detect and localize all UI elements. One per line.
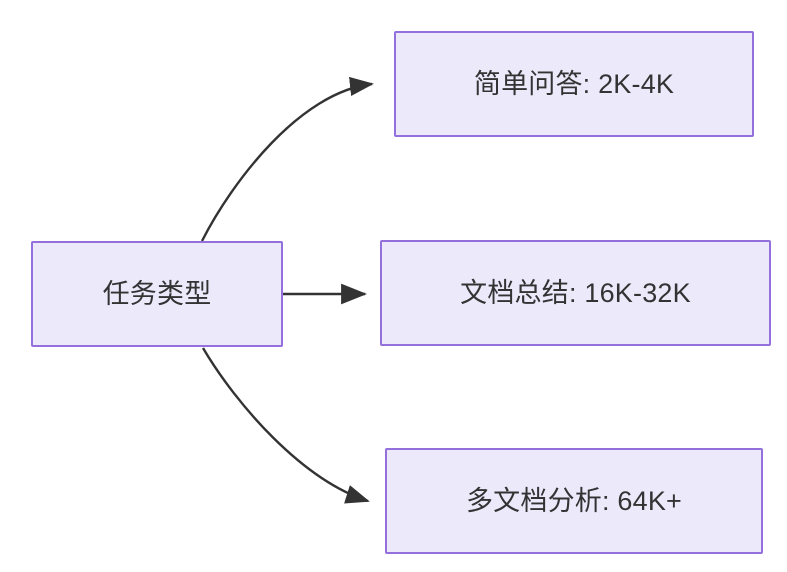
node-multi-doc-label: 多文档分析: 64K+ — [465, 485, 682, 516]
node-simple-qa-label: 简单问答: 2K-4K — [473, 68, 675, 99]
node-doc-sum[interactable]: 文档总结: 16K-32K — [380, 240, 771, 346]
node-task-type-label: 任务类型 — [102, 278, 212, 309]
node-task-type[interactable]: 任务类型 — [31, 241, 283, 347]
node-doc-sum-label: 文档总结: 16K-32K — [460, 277, 691, 308]
node-multi-doc[interactable]: 多文档分析: 64K+ — [385, 448, 763, 554]
edge-task-type-to-multi-doc — [201, 347, 370, 504]
node-simple-qa[interactable]: 简单问答: 2K-4K — [394, 31, 754, 137]
edge-task-type-to-simple-qa — [200, 76, 374, 242]
